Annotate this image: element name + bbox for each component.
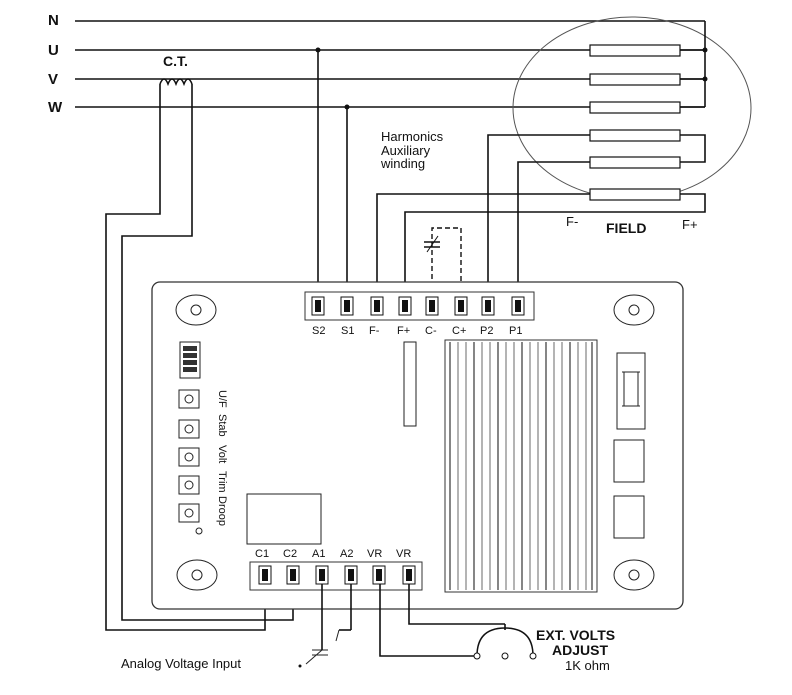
harmonics-label-1: Harmonics: [381, 129, 444, 144]
ct-label: C.T.: [163, 53, 188, 69]
analog-input-wiring: [305, 584, 352, 665]
terminal-label-vr-2: VR: [396, 548, 411, 560]
pot-label-stab: Stab: [216, 414, 228, 437]
junction-w: [344, 104, 350, 110]
phase-label-w: W: [48, 99, 63, 116]
ext-volts-label-3: 1K ohm: [565, 658, 610, 673]
component-box-1: [613, 439, 645, 483]
heatsink: [444, 339, 598, 593]
optional-capacitor: [424, 227, 462, 295]
analog-input-label: Analog Voltage Input: [121, 656, 241, 671]
resistor-strip: [403, 341, 417, 427]
mounting-holes: [175, 294, 655, 591]
avr-board: [151, 281, 684, 610]
field-plus-label: F+: [682, 217, 698, 232]
dip-switch[interactable]: [179, 341, 201, 379]
ext-volts-label-2: ADJUST: [552, 642, 608, 658]
aux-winding: [487, 129, 706, 295]
ext-volts-label-1: EXT. VOLTS: [536, 627, 615, 643]
junction-u: [315, 47, 321, 53]
stator-windings: [589, 21, 708, 114]
terminal-label-p2: P2: [480, 325, 493, 337]
field-minus-label: F-: [566, 214, 578, 229]
terminal-label-c-plus: C+: [452, 325, 466, 337]
bottom-terminal-block: [249, 561, 423, 591]
pot-label-volt: Volt: [216, 445, 228, 463]
component-box-2: [613, 495, 645, 539]
terminal-label-vr-1: VR: [367, 548, 382, 560]
phase-label-v: V: [48, 71, 58, 88]
terminal-label-s1: S1: [341, 325, 354, 337]
terminal-label-s2: S2: [312, 325, 325, 337]
top-terminal-screws: [311, 296, 525, 316]
terminal-label-p1: P1: [509, 325, 522, 337]
trim-pots[interactable]: [178, 389, 203, 535]
phase-label-u: U: [48, 42, 59, 59]
pot-label-droop: Droop: [216, 496, 228, 526]
harmonics-label-2: Auxiliary: [381, 143, 431, 158]
terminal-label-c2: C2: [283, 548, 297, 560]
terminal-label-c1: C1: [255, 548, 269, 560]
fuse: [616, 352, 646, 430]
field-winding: [376, 188, 706, 295]
ct-symbol: [105, 78, 294, 631]
top-terminal-block: [304, 291, 535, 321]
terminal-label-c-minus: C-: [425, 325, 437, 337]
terminal-label-a1: A1: [312, 548, 325, 560]
bottom-terminal-screws: [258, 565, 416, 585]
terminal-label-f-plus: F+: [397, 325, 410, 337]
terminal-label-a2: A2: [340, 548, 353, 560]
pot-label-uf: U/F: [216, 390, 228, 408]
phase-label-n: N: [48, 12, 59, 29]
transformer-module: [246, 493, 322, 545]
analog-input-dot: [298, 664, 302, 668]
harmonics-label-3: winding: [380, 156, 425, 171]
pot-label-trim: Trim: [216, 471, 228, 493]
field-title: FIELD: [606, 220, 646, 236]
terminal-label-f-minus: F-: [369, 325, 380, 337]
ext-volts-wiring: [379, 584, 537, 660]
